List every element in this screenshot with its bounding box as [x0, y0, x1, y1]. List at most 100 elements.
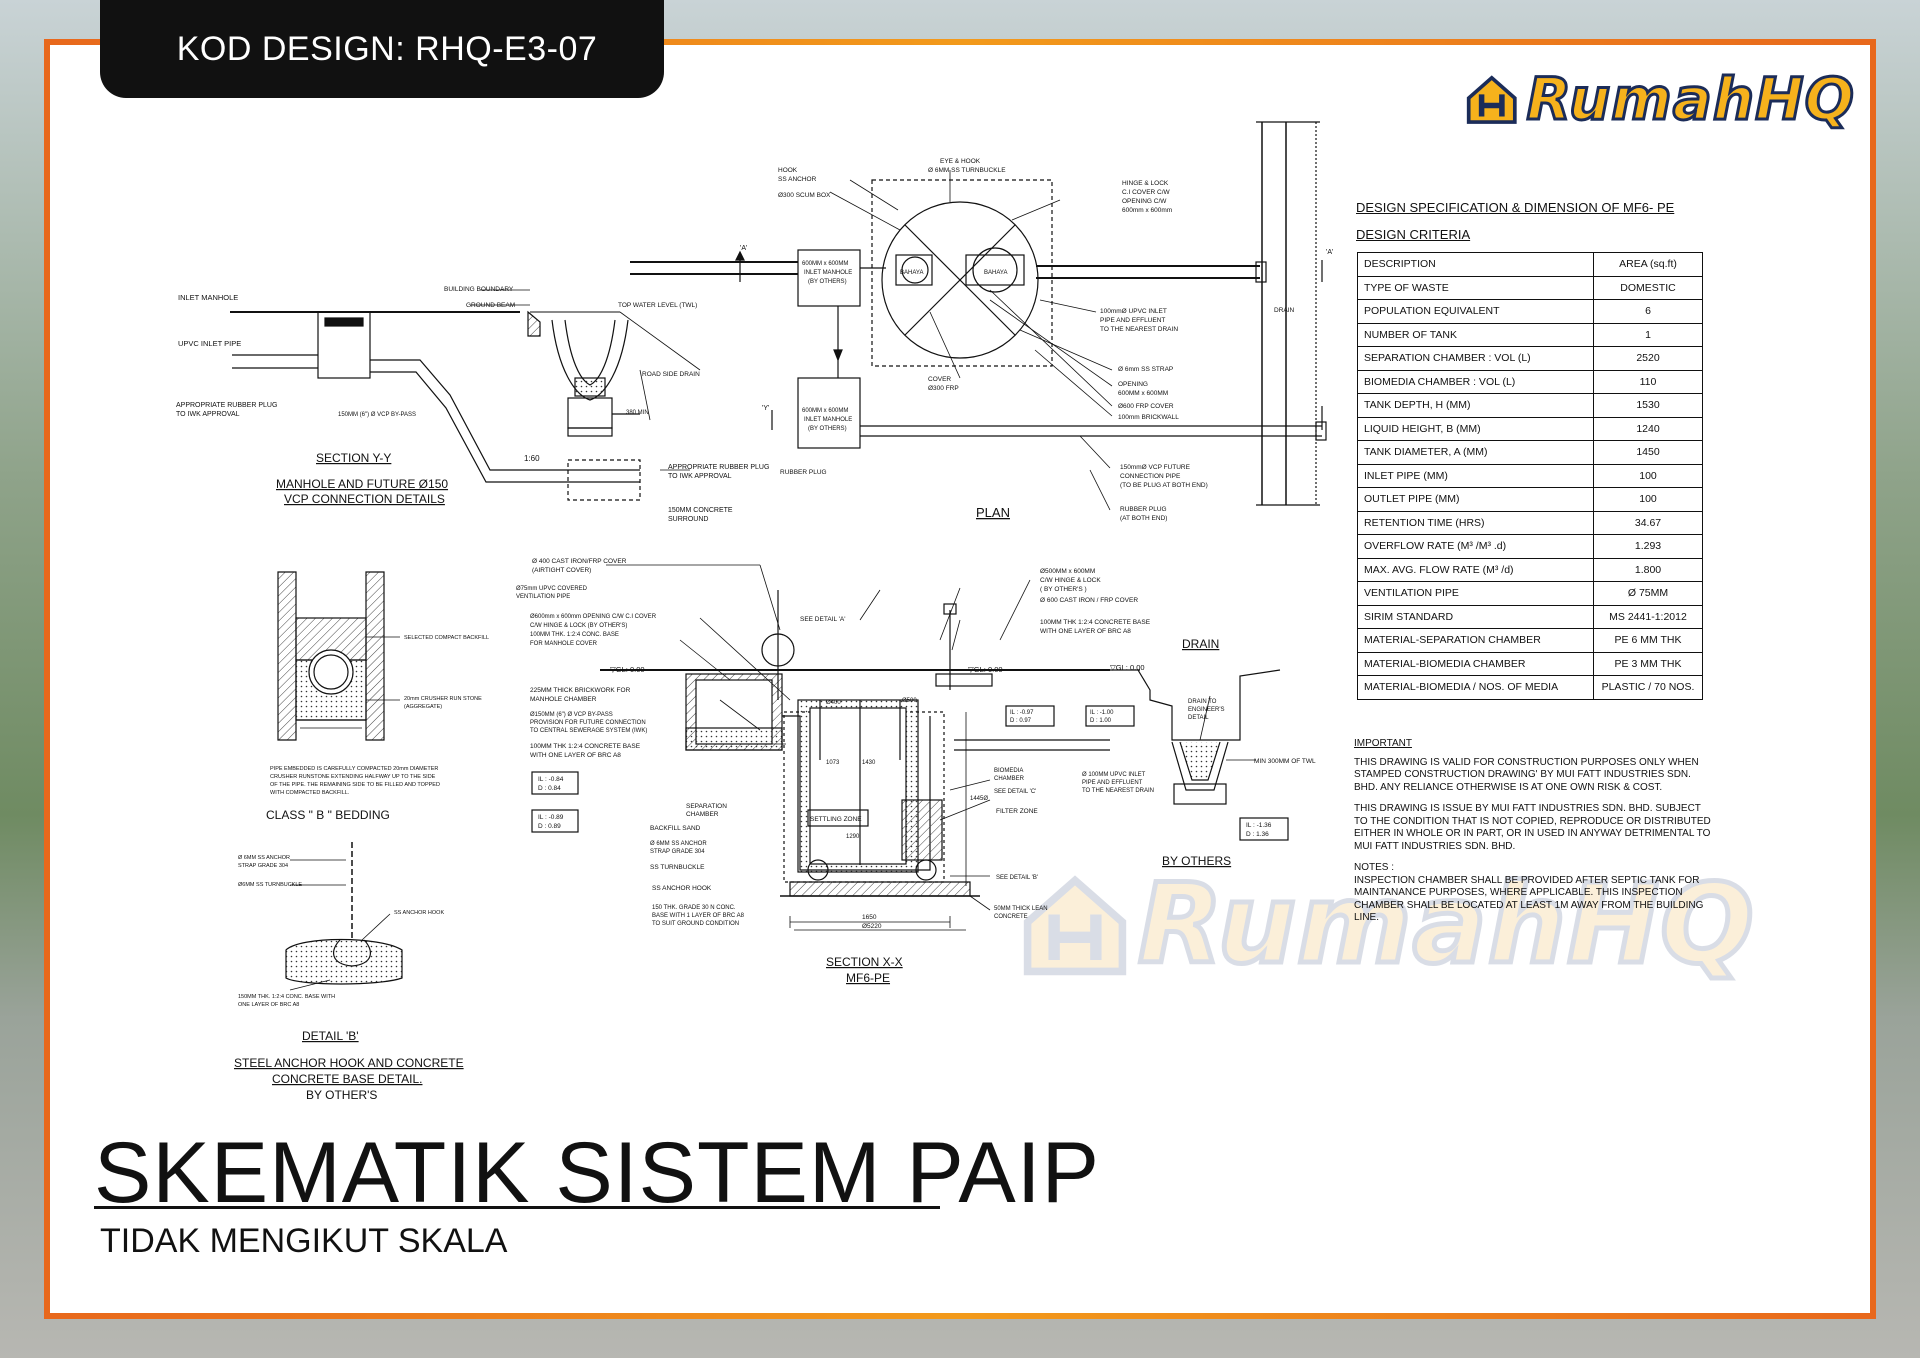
spec-label: LIQUID HEIGHT, B (MM): [1357, 416, 1594, 441]
plan-manhole2b: INLET MANHOLE: [804, 417, 852, 423]
important-text-2: THIS DRAWING IS ISSUE BY MUI FATT INDUST…: [1354, 803, 1711, 852]
xx-il1: IL : -0.84: [538, 776, 564, 783]
xx-cover500c: ( BY OTHER'S ): [1040, 586, 1087, 593]
detail-b-drawing: [285, 842, 403, 991]
xx-d1: D : 0.84: [538, 785, 561, 792]
xx-dim1290: 1290: [846, 834, 860, 840]
page-title: SKEMATIK SISTEM PAIP: [94, 1125, 1101, 1221]
xx-cover500b: C/W HINGE & LOCK: [1040, 577, 1101, 584]
xx-backfill: BACKFILL SAND: [650, 825, 701, 832]
label-road-drain: ROAD SIDE DRAIN: [642, 371, 700, 378]
xx-d3: D : 0.97: [1010, 718, 1032, 724]
plan-drawing: [630, 121, 1327, 511]
plan-manhole1a: 600MM x 600MM: [802, 261, 848, 267]
spec-row: MAX. AVG. FLOW RATE (M³ /d)1.800: [1357, 557, 1703, 582]
xx-conc-base: 100MM THK. 1:2:4 CONC. BASE: [530, 632, 619, 638]
label-dim-380: 380 MIN: [626, 410, 649, 416]
brand-name: RumahHQ: [1525, 64, 1855, 135]
xx-biomedia2: CHAMBER: [994, 776, 1025, 782]
plan-nearest: TO THE NEAREST DRAIN: [1100, 326, 1178, 333]
plan-hinge: HINGE & LOCK: [1122, 180, 1169, 187]
spec-value: 1: [1593, 322, 1703, 347]
plan-cover-frp: COVER: [928, 376, 951, 383]
xx-opening-cw: Ø600mm x 600mm OPENING C/W C.I COVER: [530, 614, 657, 620]
spec-value: 1450: [1593, 440, 1703, 465]
plan-ci-cover: C.I COVER C/W: [1122, 189, 1171, 196]
detailb-hook: SS ANCHOR HOOK: [394, 910, 444, 916]
spec-label: MATERIAL-SEPARATION CHAMBER: [1357, 628, 1594, 653]
xx-il4: IL : -1.00: [1090, 710, 1114, 716]
bedding-title: CLASS " B " BEDDING: [266, 808, 390, 822]
plan-manhole1b: INLET MANHOLE: [804, 270, 852, 276]
spec-row: RETENTION TIME (HRS)34.67: [1357, 510, 1703, 535]
xx-dim1650: 1650: [862, 914, 877, 921]
spec-value: 1.800: [1593, 557, 1703, 582]
spec-row: TANK DIAMETER, A (MM)1450: [1357, 440, 1703, 465]
label-concrete: 150MM CONCRETE: [668, 507, 733, 514]
notes-block: IMPORTANT THIS DRAWING IS VALID FOR CONS…: [1354, 738, 1714, 934]
xx-d2: D : 0.89: [538, 823, 561, 830]
bedding-drawing: [277, 571, 400, 741]
plan-strap: Ø 6mm SS STRAP: [1118, 366, 1173, 373]
detailb-turnbuckle: Ø6MM SS TURNBUCKLE: [238, 882, 302, 888]
label-rubber-plug2: APPROPRIATE RUBBER PLUG: [668, 464, 769, 471]
bedding-note2: CRUSHER RUNSTONE EXTENDING HALFWAY UP TO…: [270, 774, 436, 780]
title-underline: [94, 1206, 940, 1209]
plan-manhole2c: (BY OTHERS): [808, 426, 847, 432]
label-ground-beam: GROUND BEAM: [466, 302, 515, 309]
plan-cover-frp2: Ø300 FRP: [928, 385, 959, 392]
design-code-value: RHQ-E3-07: [415, 29, 598, 68]
xx-ss-turnbuckle: SS TURNBUCKLE: [650, 864, 705, 871]
spec-value: 1240: [1593, 416, 1703, 441]
important-title: IMPORTANT: [1354, 738, 1412, 749]
design-code-label: KOD DESIGN:: [176, 29, 406, 68]
spec-value: Ø 75MM: [1593, 581, 1703, 606]
xx-chamber: MANHOLE CHAMBER: [530, 696, 597, 703]
bedding-crusher: 20mm CRUSHER RUN STONE: [404, 696, 482, 702]
drain-min: MIN 300MM OF TWL: [1254, 758, 1316, 765]
xx-conc-base3: 100MM THK 1:2:4 CONCRETE BASE: [1040, 619, 1151, 626]
detailb-cap1: STEEL ANCHOR HOOK AND CONCRETE: [234, 1056, 464, 1070]
drain-eng: DRAIN TO: [1188, 699, 1217, 705]
plan-y-mark: 'Y': [762, 405, 769, 412]
section-yy-drawing: [230, 289, 701, 501]
label-iwk2: TO IWK APPROVAL: [668, 473, 732, 480]
spec-value: 1.293: [1593, 534, 1703, 559]
plan-opening2: OPENING: [1118, 381, 1148, 388]
spec-value: AREA (sq.ft): [1593, 252, 1703, 277]
spec-row: LIQUID HEIGHT, B (MM)1240: [1357, 416, 1703, 441]
spec-criteria: DESIGN CRITERIA: [1356, 227, 1471, 242]
label-iwk: TO IWK APPROVAL: [176, 411, 240, 418]
xx-filter: FILTER ZONE: [996, 808, 1038, 815]
xx-airtight: (AIRTIGHT COVER): [532, 567, 591, 574]
label-twl: TOP WATER LEVEL (TWL): [618, 302, 697, 309]
xx-upvc2: PIPE AND EFFLUENT: [1082, 780, 1143, 786]
xx-settling: SETTLING ZONE: [810, 816, 862, 823]
plan-frp-cover: Ø600 FRP COVER: [1118, 403, 1174, 410]
plan-turnbuckle: Ø 6MM SS TURNBUCKLE: [928, 167, 1006, 174]
plan-drain: DRAIN: [1274, 307, 1295, 314]
spec-value: DOMESTIC: [1593, 275, 1703, 300]
drain-by-others: BY OTHERS: [1162, 854, 1231, 868]
bedding-note3: OF THE PIPE. THE REMAINING SIDE TO BE FI…: [270, 782, 440, 788]
xx-sep-chamber2: CHAMBER: [686, 811, 719, 818]
plan-scum: Ø300 SCUM BOX: [778, 192, 831, 199]
xx-brc3: WITH ONE LAYER OF BRC A8: [1040, 628, 1131, 635]
plan-a-mark: 'A': [740, 245, 747, 252]
xx-anchor-strap: Ø 6MM SS ANCHOR: [650, 841, 707, 847]
spec-value: PE 6 MM THK: [1593, 628, 1703, 653]
xx-vent: Ø75mm UPVC COVERED: [516, 586, 588, 592]
xx-vent2: VENTILATION PIPE: [516, 594, 570, 600]
plan-connection: CONNECTION PIPE: [1120, 473, 1181, 480]
spec-label: BIOMEDIA CHAMBER : VOL (L): [1357, 369, 1594, 394]
xx-conc-base2: 100MM THK 1:2:4 CONCRETE BASE: [530, 743, 641, 750]
spec-label: SIRIM STANDARD: [1357, 604, 1594, 629]
xx-upvc3: TO THE NEAREST DRAIN: [1082, 788, 1154, 794]
spec-heading: DESIGN SPECIFICATION & DIMENSION OF MF6-…: [1356, 200, 1675, 215]
detailb-anchor: Ø 6MM SS ANCHOR: [238, 855, 290, 861]
spec-label: SEPARATION CHAMBER : VOL (L): [1357, 346, 1594, 371]
